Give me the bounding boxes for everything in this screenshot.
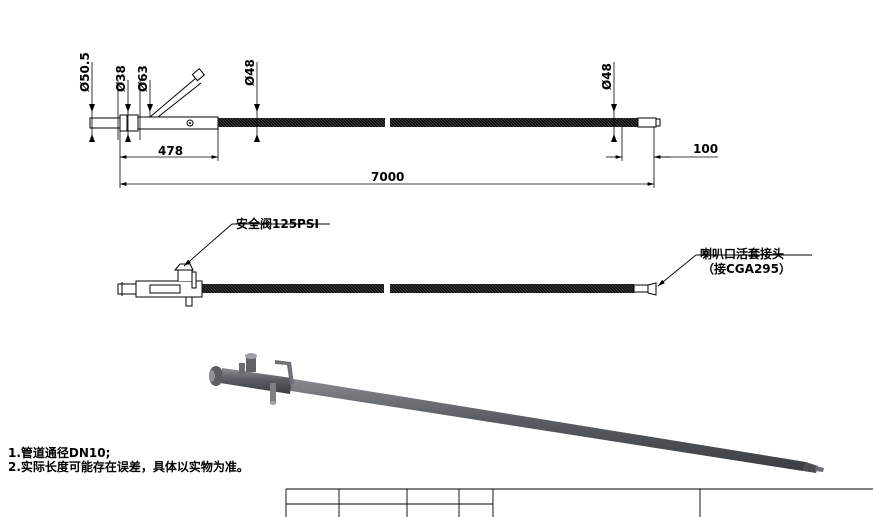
callout-horn-fitting-line1: 喇叭口活套接头 bbox=[700, 246, 784, 261]
hose-segment-right bbox=[390, 118, 638, 127]
dim-dia-48-right: Ø48 bbox=[600, 63, 614, 90]
iso-pipe bbox=[272, 376, 806, 471]
length-dims bbox=[119, 127, 718, 188]
hose-segment-left bbox=[218, 118, 385, 127]
side-hose-left bbox=[202, 284, 384, 293]
dim-dia-63: Ø63 bbox=[136, 65, 150, 92]
dim-dia-50-5: Ø50.5 bbox=[78, 52, 92, 92]
angled-branch bbox=[149, 68, 206, 118]
horn-fitting bbox=[647, 282, 657, 296]
callout-safety-valve: 安全阀125PSI bbox=[236, 216, 319, 231]
note-1: 1.管道通径DN10; bbox=[8, 446, 111, 460]
top-view: Ø50.5 Ø38 Ø63 Ø48 Ø48 478 7000 100 bbox=[78, 52, 718, 188]
safety-valve-body bbox=[177, 269, 193, 281]
side-view: 安全阀125PSI 喇叭口活套接头 （接CGA295） bbox=[117, 216, 812, 307]
dim-len-478: 478 bbox=[158, 144, 183, 158]
flange bbox=[119, 114, 139, 132]
title-block bbox=[285, 488, 873, 517]
iso-safety-valve bbox=[275, 360, 294, 385]
side-hose-right bbox=[390, 284, 634, 293]
notes-block: 1.管道通径DN10; 2.实际长度可能存在误差，具体以实物为准。 bbox=[8, 446, 249, 474]
valve-body bbox=[137, 116, 219, 130]
leader-safety-valve bbox=[183, 223, 233, 267]
callout-horn-fitting-line2: （接CGA295） bbox=[702, 261, 791, 276]
dim-len-100: 100 bbox=[693, 142, 718, 156]
dim-len-7000: 7000 bbox=[371, 170, 404, 184]
dim-dia-38: Ø38 bbox=[114, 65, 128, 92]
note-2: 2.实际长度可能存在误差，具体以实物为准。 bbox=[8, 460, 249, 474]
leader-horn-fitting bbox=[657, 254, 697, 287]
outlet-fitting bbox=[637, 117, 657, 128]
isometric-view bbox=[209, 353, 824, 473]
inlet-fitting bbox=[89, 117, 121, 129]
dim-dia-48-left: Ø48 bbox=[243, 59, 257, 86]
